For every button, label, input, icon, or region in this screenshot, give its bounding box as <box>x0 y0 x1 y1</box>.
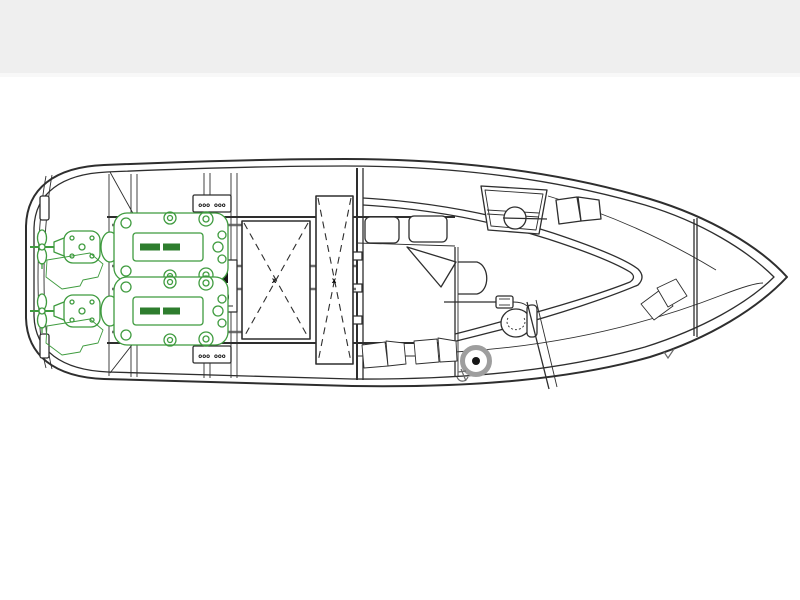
bow-step-cushions <box>640 278 688 321</box>
exhaust-plate-port <box>45 252 104 290</box>
saloon-bulkhead <box>351 168 364 380</box>
battery-box-1 <box>192 194 232 213</box>
x-hatch-mid <box>315 195 354 365</box>
faucet-valve <box>495 295 514 309</box>
transom-step-bottom <box>39 333 50 359</box>
pedestal-base <box>460 345 492 377</box>
skylight-1 <box>364 216 400 244</box>
hatch-marker-1: x <box>272 276 277 285</box>
transom-detail <box>37 171 136 374</box>
battery-box-2 <box>192 345 232 364</box>
anchor-icon <box>456 348 675 382</box>
x-hatch-aft <box>241 220 311 340</box>
companionway-dart <box>406 246 457 288</box>
helm-seat-cushions <box>555 196 602 225</box>
header-bar-fade <box>0 73 800 77</box>
door-diagonals <box>526 299 558 390</box>
helm-console <box>480 185 548 235</box>
hatch-marker-2: x <box>332 276 337 285</box>
skylight-2 <box>408 215 448 243</box>
deck-cushions <box>361 337 458 369</box>
battery-label-1: ooo ooo <box>198 201 225 209</box>
transom-step-top <box>39 195 50 221</box>
bow-bulkhead <box>693 218 698 337</box>
battery-label-2: ooo ooo <box>198 352 225 360</box>
header-bar <box>0 0 800 73</box>
exhaust-plate-starboard <box>45 318 104 356</box>
head-compartment <box>444 247 558 390</box>
sink <box>458 261 488 295</box>
